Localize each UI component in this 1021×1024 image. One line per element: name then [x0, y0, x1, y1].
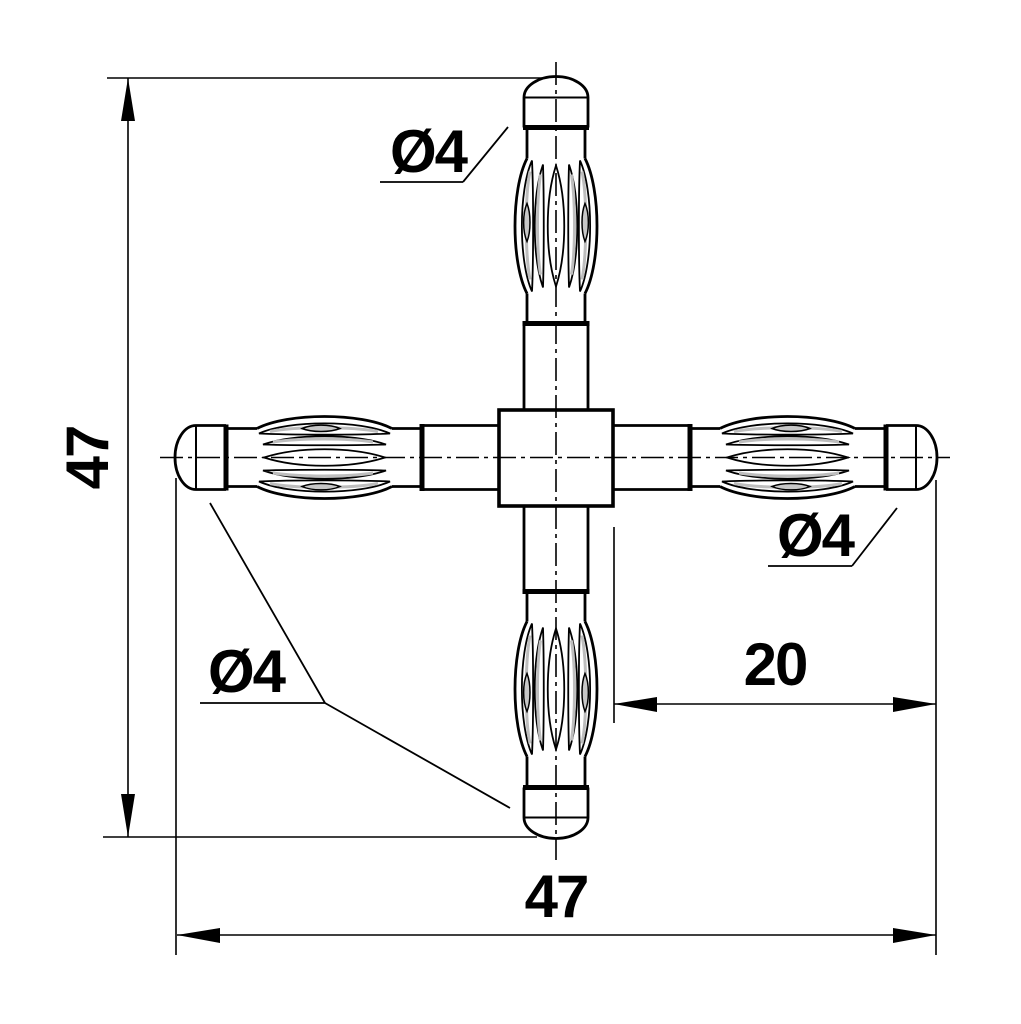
dia-label-bottom-left: Ø4	[208, 638, 287, 705]
dimension-overall-width: 47	[175, 478, 937, 955]
dim-label-arm-length: 20	[744, 631, 807, 698]
leader-lines	[200, 502, 511, 809]
leader-line	[380, 126, 509, 183]
dia-label-right: Ø4	[777, 502, 856, 569]
arrowhead-right	[893, 928, 936, 943]
centerlines	[160, 62, 950, 860]
leader-line	[768, 507, 898, 567]
arrowhead-up	[121, 78, 135, 121]
diameter-label-right: Ø4	[768, 502, 898, 569]
dim-label-overall-height: 47	[54, 427, 121, 490]
dia-label-top: Ø4	[390, 118, 469, 185]
dim-lines	[613, 527, 936, 723]
diameter-label-top: Ø4	[380, 118, 509, 185]
arrowhead-down	[121, 794, 135, 837]
arrowhead-right	[893, 697, 936, 712]
arrowhead-left	[177, 928, 220, 943]
diameter-label-bottom-left: Ø4	[200, 502, 511, 809]
arrowhead-left	[614, 697, 657, 712]
dimension-arm-length: 20	[613, 527, 936, 723]
dim-label-overall-width: 47	[525, 863, 588, 930]
dim-lines	[175, 478, 937, 955]
dimension-overall-height: 47	[54, 77, 545, 838]
